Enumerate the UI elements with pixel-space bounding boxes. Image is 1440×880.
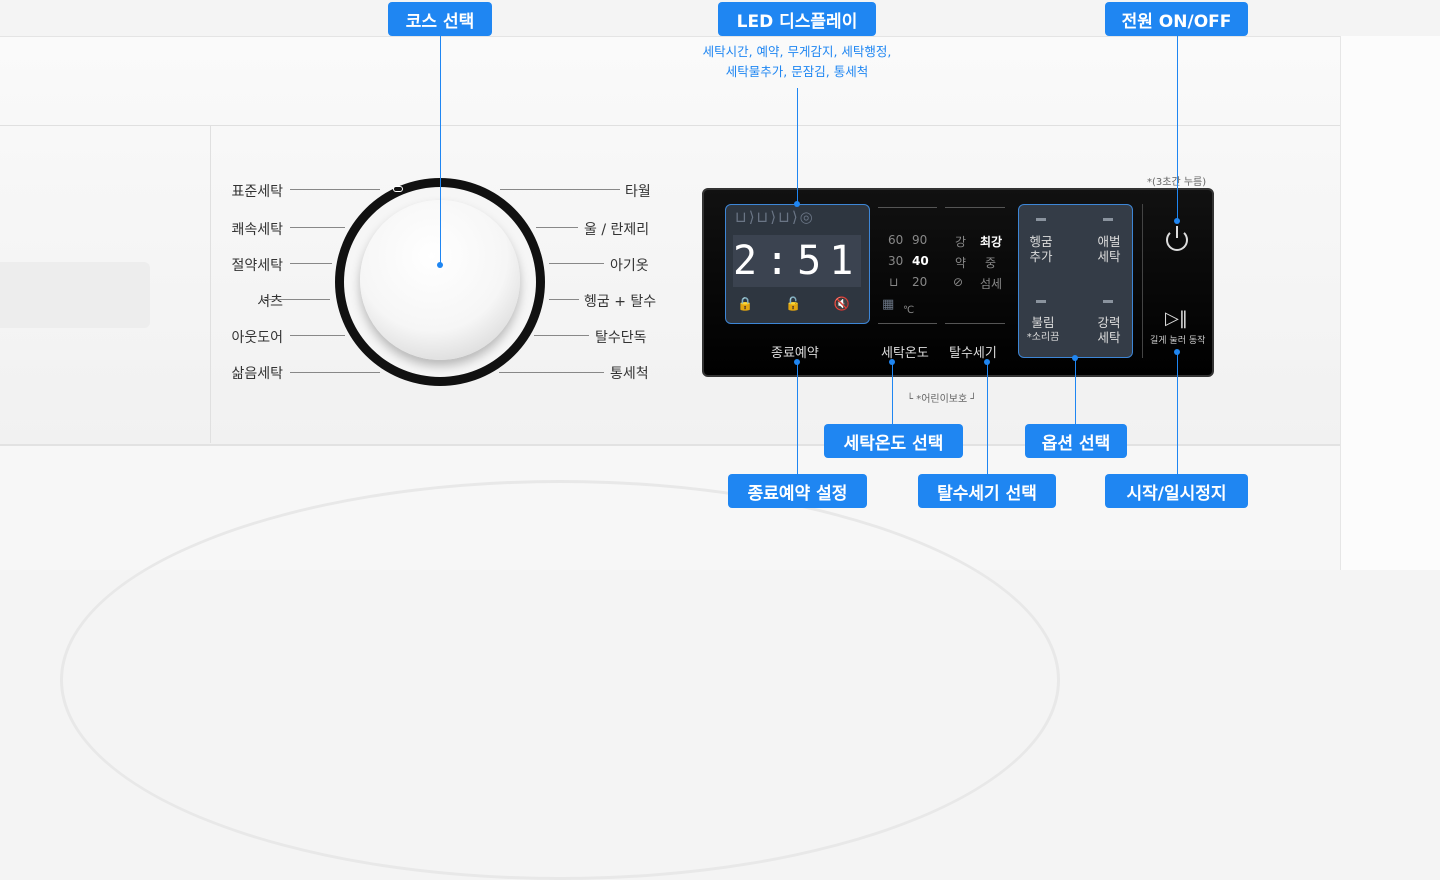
course-label: 아기옷 xyxy=(610,258,649,274)
door xyxy=(60,480,1060,880)
temp-20: 20 xyxy=(912,275,928,289)
option-callout: 옵션 선택 xyxy=(1025,424,1127,458)
detergent-drawer xyxy=(0,262,150,328)
temperature-callout: 세탁온도 선택 xyxy=(824,424,963,458)
panel-edge xyxy=(0,125,1340,126)
delay-end-button[interactable]: 종료예약 xyxy=(771,346,819,361)
course-label: 셔츠 xyxy=(257,294,283,310)
course-label: 절약세탁 xyxy=(231,258,283,274)
spin-medium: 중 xyxy=(985,256,997,270)
option-soak[interactable]: 불림*소리끔 xyxy=(1026,315,1060,343)
no-spin-icon: ⊘ xyxy=(953,275,964,289)
temp-40: 40 xyxy=(912,254,929,268)
options-group xyxy=(1018,204,1133,358)
cycle-progress-icons: ⊔⟩⊔⟩⊔⟩◎ xyxy=(735,208,815,226)
delay-callout: 종료예약 설정 xyxy=(728,474,867,508)
led-description-2: 세탁물추가, 문잠김, 통세척 xyxy=(725,64,869,79)
power-icon[interactable] xyxy=(1166,229,1188,251)
child-lock-note: └ *어린이보호 ┘ xyxy=(907,394,977,405)
course-label: 헹굼 + 탈수 xyxy=(584,294,657,310)
spin-delicate: 섬세 xyxy=(980,277,1003,291)
machine-side xyxy=(1340,36,1440,570)
course-label: 통세척 xyxy=(610,366,649,382)
course-label: 쾌속세탁 xyxy=(231,222,283,238)
course-label: 탈수단독 xyxy=(595,330,647,346)
course-label: 표준세탁 xyxy=(231,184,283,200)
temp-90: 90 xyxy=(912,233,928,247)
power-callout: 전원 ON/OFF xyxy=(1105,2,1248,36)
time-readout: 2:51 xyxy=(733,235,861,287)
play-pause-icon[interactable]: ▷‖ xyxy=(1165,308,1188,329)
course-callout: 코스 선택 xyxy=(388,2,492,36)
temperature-button[interactable]: 세탁온도 xyxy=(881,346,929,361)
course-label: 타월 xyxy=(625,184,651,200)
led-callout: LED 디스플레이 xyxy=(718,2,876,36)
temp-30: 30 xyxy=(888,254,904,268)
dial-indicator xyxy=(393,186,403,192)
course-label: 울 / 란제리 xyxy=(584,222,650,238)
temp-60: 60 xyxy=(888,233,904,247)
power-note: *(3초간 누름) xyxy=(1147,177,1207,188)
temp-unit: ℃ xyxy=(903,305,915,316)
spin-weak: 약 xyxy=(955,256,967,270)
spin-button[interactable]: 탈수세기 xyxy=(949,346,997,361)
led-description-1: 세탁시간, 예약, 무게감지, 세탁행정, xyxy=(702,44,892,59)
spin-strong: 강 xyxy=(955,235,967,249)
panel-divider xyxy=(210,125,211,443)
spin-max: 최강 xyxy=(980,235,1003,249)
start-hint: 길게 눌러 동작 xyxy=(1150,336,1206,346)
status-icons: 🔒 🔓 🔇 ▦ xyxy=(737,297,909,312)
cold-water-icon: ⊔ xyxy=(889,275,899,289)
spin-callout: 탈수세기 선택 xyxy=(918,474,1056,508)
course-label: 아웃도어 xyxy=(231,330,283,346)
course-label: 삶음세탁 xyxy=(231,366,283,382)
start-callout: 시작/일시정지 xyxy=(1105,474,1248,508)
